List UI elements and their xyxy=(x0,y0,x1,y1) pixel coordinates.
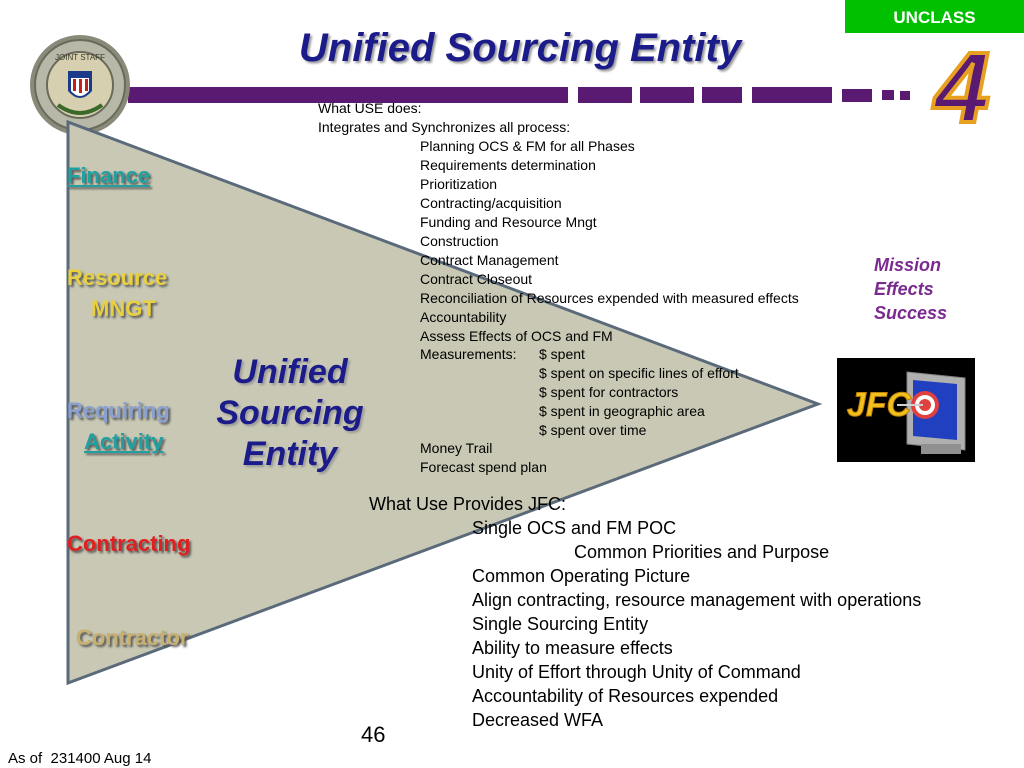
jfc-target-graphic: JFC xyxy=(837,358,975,462)
provides-item: Single Sourcing Entity xyxy=(472,614,649,634)
use-item: Reconciliation of Resources expended wit… xyxy=(420,290,799,306)
provides-item: Unity of Effort through Unity of Command xyxy=(472,662,801,682)
resource-mngt-label-line1: Resource xyxy=(67,265,168,290)
header-dash xyxy=(900,91,910,100)
use-item: Contract Management xyxy=(420,252,559,268)
measurement-item: $ spent in geographic area xyxy=(539,403,705,419)
measurements-label: Measurements: xyxy=(420,346,517,362)
mission-line: Success xyxy=(874,303,948,323)
mission-line: Mission xyxy=(874,255,942,275)
finance-link[interactable]: Finance xyxy=(67,163,151,188)
j4-logo: 4 xyxy=(918,30,1002,146)
use-item: Requirements determination xyxy=(420,157,596,173)
contractor-label: Contractor xyxy=(76,625,189,650)
provides-item: Common Operating Picture xyxy=(472,566,691,586)
center-label: Unified Sourcing Entity xyxy=(190,352,390,475)
header-dash xyxy=(752,87,832,103)
svg-text:JOINT STAFF: JOINT STAFF xyxy=(55,53,105,62)
resource-mngt-label-line2: MNGT xyxy=(91,296,156,321)
what-use-does-heading: What USE does: xyxy=(318,100,422,116)
use-item: Accountability xyxy=(420,309,507,325)
mission-effects-success: Mission Effects Success xyxy=(874,253,947,325)
use-item: Assess Effects of OCS and FM xyxy=(420,328,613,344)
header-dash xyxy=(882,90,894,100)
measurement-item: $ spent on specific lines of effort xyxy=(539,365,739,381)
use-item: Contract Closeout xyxy=(420,271,533,287)
provides-item: Ability to measure effects xyxy=(472,638,673,658)
slide-title: Unified Sourcing Entity xyxy=(298,26,742,70)
date-footer: As of 231400 Aug 14 xyxy=(8,750,152,767)
measurement-item: $ spent xyxy=(539,346,585,362)
center-label-line: Sourcing xyxy=(216,394,364,432)
provides-heading: What Use Provides JFC: xyxy=(369,494,567,514)
measurement-item: $ spent over time xyxy=(539,422,647,438)
header-dash xyxy=(702,87,742,103)
use-item: Money Trail xyxy=(420,440,493,456)
provides-item: Align contracting, resource management w… xyxy=(472,590,922,610)
mission-line: Effects xyxy=(874,279,934,299)
svg-text:4: 4 xyxy=(932,40,990,132)
requiring-activity-line1: Requiring xyxy=(67,398,170,423)
center-label-line: Entity xyxy=(242,435,338,473)
page-number: 46 xyxy=(361,722,386,747)
classification-badge: UNCLASS xyxy=(845,0,1024,33)
use-item: Construction xyxy=(420,233,499,249)
center-label-line: Unified xyxy=(232,353,348,391)
use-item: Forecast spend plan xyxy=(420,459,547,475)
use-item: Prioritization xyxy=(420,176,498,192)
svg-text:JFC: JFC xyxy=(847,386,912,424)
use-item: Contracting/acquisition xyxy=(420,195,562,211)
contracting-label: Contracting xyxy=(67,531,191,556)
provides-item: Accountability of Resources expended xyxy=(472,686,779,706)
provides-item: Decreased WFA xyxy=(472,710,604,730)
use-item: Planning OCS & FM for all Phases xyxy=(420,138,635,154)
provides-item: Single OCS and FM POC xyxy=(472,518,677,538)
use-item: Funding and Resource Mngt xyxy=(420,214,597,230)
header-bar xyxy=(128,87,568,103)
requiring-activity-link[interactable]: Activity xyxy=(84,429,164,454)
header-dash xyxy=(842,89,872,102)
measurement-item: $ spent for contractors xyxy=(539,384,679,400)
header-dash xyxy=(640,87,694,103)
provides-item: Common Priorities and Purpose xyxy=(574,542,830,562)
what-use-does-subheading: Integrates and Synchronizes all process: xyxy=(318,119,571,135)
header-dash xyxy=(578,87,632,103)
